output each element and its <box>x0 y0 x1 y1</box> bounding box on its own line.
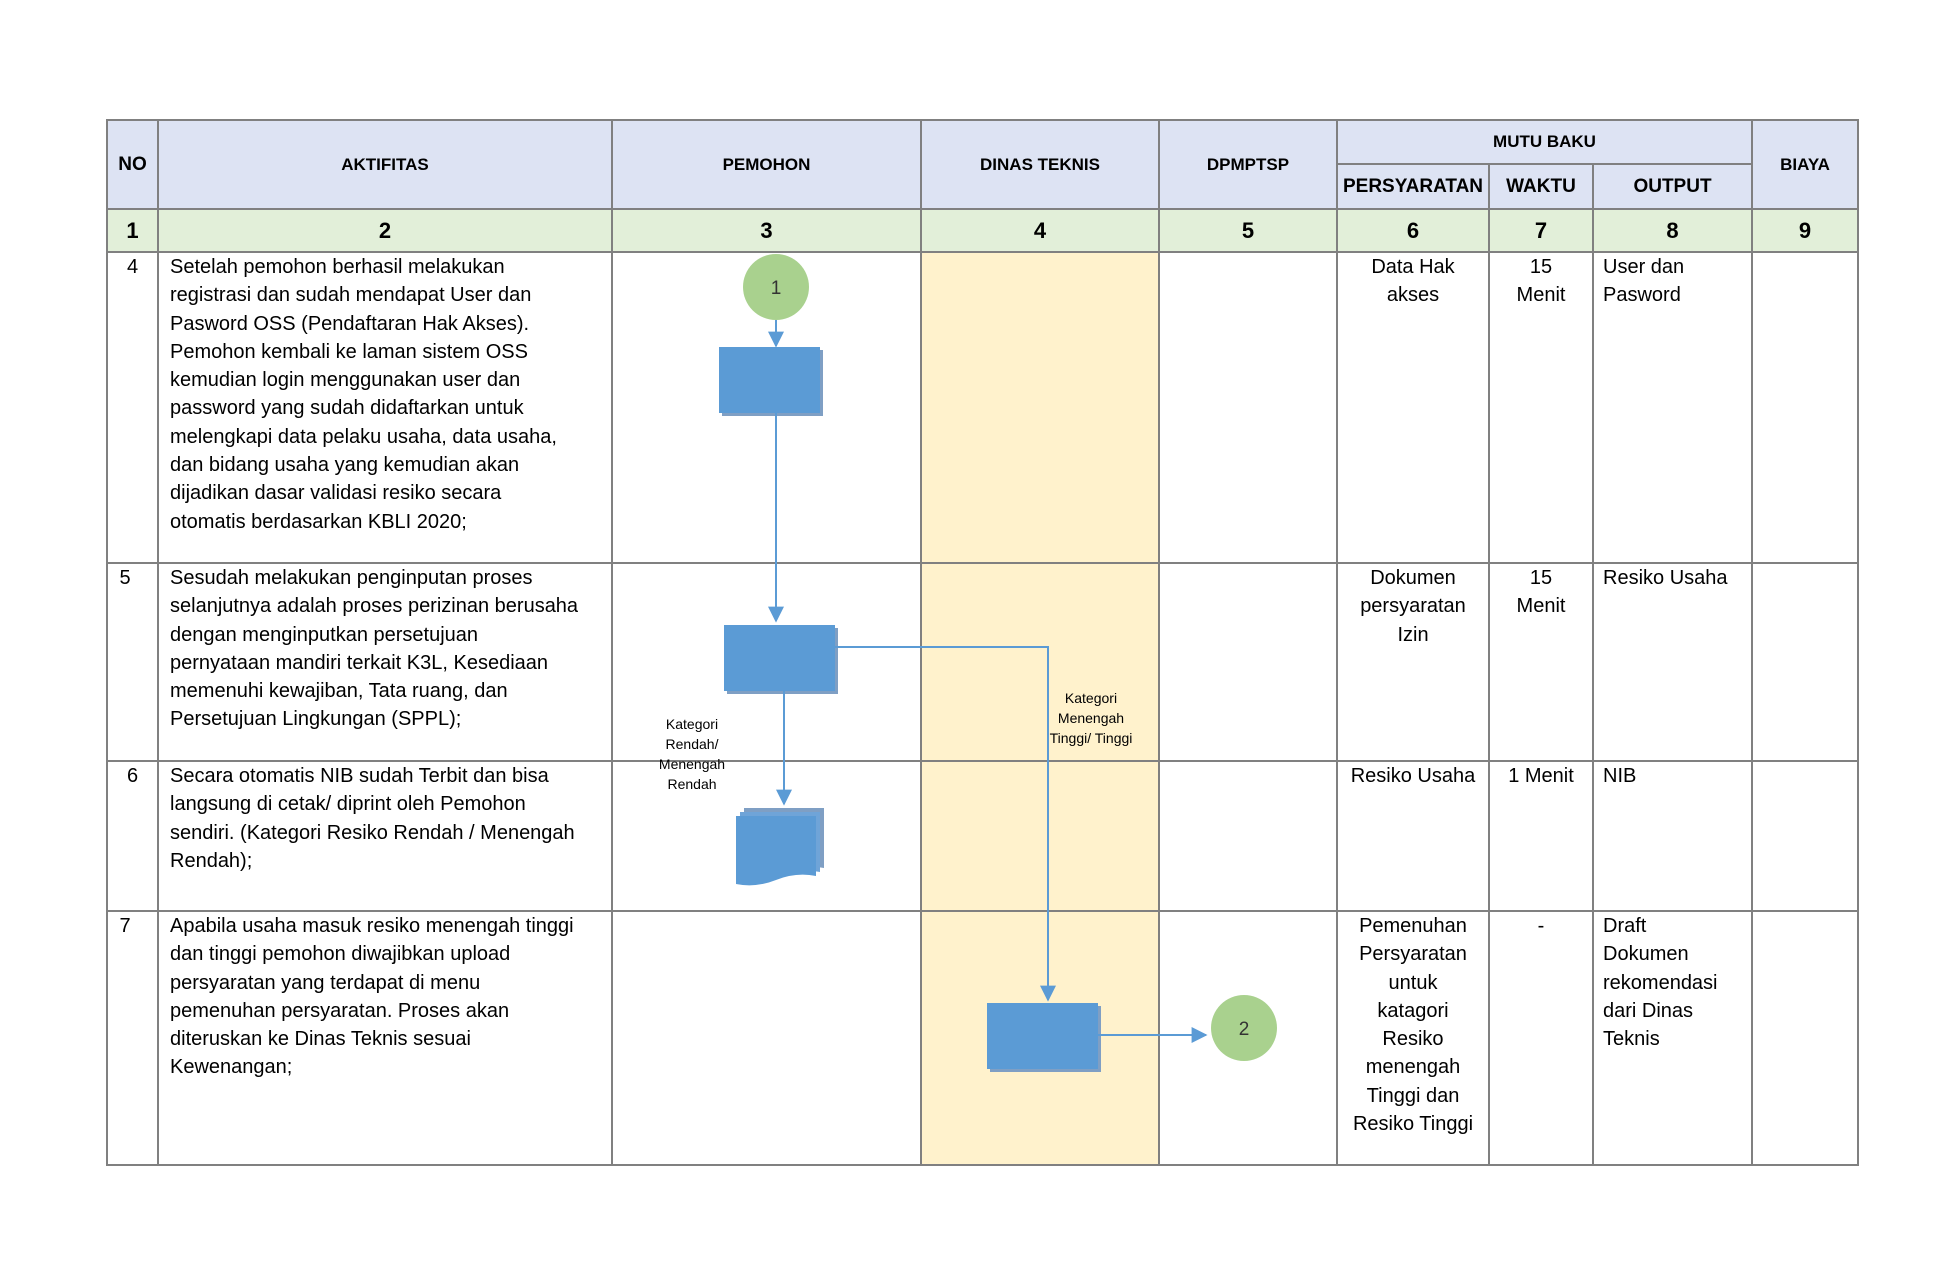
grid-line <box>1857 119 1859 1166</box>
row-output: Draft Dokumen rekomendasi dari Dinas Tek… <box>1603 915 1718 1051</box>
column-number: 2 <box>378 217 392 243</box>
grid-line <box>106 208 1859 210</box>
grid-line <box>1592 164 1594 1166</box>
grid-line <box>106 251 1859 253</box>
row-waktu: 1 Menit <box>1508 765 1574 787</box>
header-biaya: BIAYA <box>1780 154 1830 174</box>
row-aktifitas: Apabila usaha masuk resiko menengah ting… <box>170 915 574 1079</box>
grid-line <box>1336 163 1752 165</box>
grid-line <box>106 760 1859 762</box>
row-waktu: 15 Menit <box>1516 256 1566 307</box>
row-number: 4 <box>126 256 139 278</box>
grid-line <box>157 119 159 1166</box>
row-waktu: - <box>1537 915 1545 937</box>
process-box-dinas-teknis <box>987 1003 1098 1069</box>
flow-arrow <box>835 646 1056 1002</box>
document-nib-icon <box>736 808 824 886</box>
header-persyaratan: PERSYARATAN <box>1342 175 1484 197</box>
column-number: 7 <box>1534 217 1548 243</box>
column-number: 8 <box>1666 217 1679 243</box>
row-output: NIB <box>1603 765 1637 787</box>
header-dpmptsp: DPMPTSP <box>1206 154 1290 174</box>
header-mutu-baku: MUTU BAKU <box>1493 132 1596 151</box>
connector-circle-end <box>1211 995 1277 1061</box>
column-number-row-background <box>107 209 1859 252</box>
row-aktifitas: Secara otomatis NIB sudah Terbit dan bis… <box>170 765 575 872</box>
row-output: Resiko Usaha <box>1603 567 1728 589</box>
row-aktifitas: Setelah pemohon berhasil melakukan regis… <box>170 256 557 533</box>
grid-line <box>920 119 922 1166</box>
column-number: 1 <box>126 217 139 243</box>
branch-label-low-risk: Kategori Rendah/ Menengah Rendah <box>658 716 726 792</box>
connector-circle-start <box>743 254 809 320</box>
row-aktifitas: Sesudah melakukan penginputan proses sel… <box>170 567 579 731</box>
row-persyaratan: Resiko Usaha <box>1350 765 1476 787</box>
grid-line <box>106 119 108 1166</box>
column-number: 4 <box>1033 217 1047 243</box>
header-no: NO <box>118 153 147 175</box>
row-number: 5 <box>119 567 131 589</box>
column-number: 5 <box>1241 217 1255 243</box>
header-pemohon: PEMOHON <box>722 154 811 174</box>
grid-line <box>1751 119 1753 1166</box>
header-aktifitas: AKTIFITAS <box>341 154 429 174</box>
connector-end-label: 2 <box>1239 1019 1250 1040</box>
grid-line <box>1158 119 1160 1166</box>
column-number: 3 <box>760 217 773 243</box>
process-box-perizinan <box>724 625 835 691</box>
grid-line <box>1488 164 1490 1166</box>
grid-line <box>106 910 1859 912</box>
grid-line <box>1336 119 1338 1166</box>
row-persyaratan: Data Hak akses <box>1371 256 1455 307</box>
grid-line <box>106 119 1859 121</box>
process-box-login <box>719 347 820 413</box>
grid-line <box>106 562 1859 564</box>
column-number: 9 <box>1798 217 1812 243</box>
header-waktu: WAKTU <box>1506 175 1576 197</box>
row-output: User dan Pasword <box>1603 256 1685 307</box>
header-dinas-teknis: DINAS TEKNIS <box>980 154 1100 174</box>
row-persyaratan: Pemenuhan Persyaratan untuk katagori Res… <box>1352 915 1474 1136</box>
column-number: 6 <box>1406 217 1420 243</box>
row-persyaratan: Dokumen persyaratan Izin <box>1360 567 1466 646</box>
row-waktu: 15 Menit <box>1516 567 1566 618</box>
branch-label-high-risk: Kategori Menengah Tinggi/ Tinggi <box>1049 690 1133 746</box>
header-output: OUTPUT <box>1633 175 1712 197</box>
row-number: 6 <box>126 765 139 787</box>
connector-start-label: 1 <box>771 278 782 299</box>
grid-line <box>611 119 613 1166</box>
row-number: 7 <box>119 915 131 937</box>
grid-line <box>106 1164 1859 1166</box>
